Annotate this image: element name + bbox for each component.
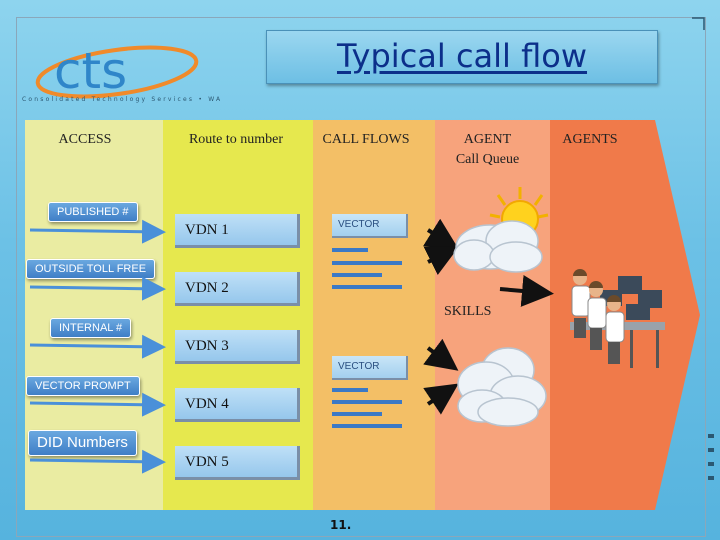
access-arrow-4	[29, 392, 166, 417]
header-call-flows: CALL FLOWS	[322, 132, 410, 147]
vdn-1: VDN 1	[175, 214, 300, 248]
access-arrow-2	[29, 276, 166, 301]
route-column	[163, 120, 313, 510]
slide-title: Typical call flow	[336, 37, 588, 75]
agent-queue-column	[435, 120, 550, 510]
vector-line	[332, 248, 368, 252]
sun-cloud-icon	[453, 187, 549, 273]
vector-line	[332, 388, 368, 392]
logo-text: cts	[54, 42, 127, 100]
vector-block-upper: VECTOR	[322, 214, 412, 302]
title-box: Typical call flow	[266, 30, 658, 84]
agents-arrow-shape	[550, 120, 700, 510]
page-number: 11.	[330, 518, 352, 532]
agents-at-computers-icon	[570, 269, 665, 368]
skills-arrow	[499, 274, 554, 307]
header-route: Route to number	[188, 132, 284, 147]
cloud-icon	[457, 347, 547, 427]
flow-arrow-upper-2	[423, 246, 460, 276]
slide-frame	[16, 17, 706, 537]
flow-arrow-lower-2	[423, 383, 459, 415]
vector-line	[332, 412, 382, 416]
vector-line	[332, 285, 402, 289]
vector-label-lower: VECTOR	[332, 356, 408, 380]
vector-line	[332, 400, 402, 404]
vector-line	[332, 273, 382, 277]
header-agents: AGENTS	[562, 132, 618, 147]
call-flows-column	[313, 120, 435, 510]
access-vector-prompt: VECTOR PROMPT	[26, 376, 140, 396]
access-published: PUBLISHED #	[48, 202, 138, 222]
vector-block-lower: VECTOR	[322, 356, 412, 444]
flow-arrow-lower-1	[423, 338, 459, 371]
access-outside-toll-free: OUTSIDE TOLL FREE	[26, 259, 156, 279]
vector-label-upper: VECTOR	[332, 214, 408, 238]
vector-line	[332, 261, 402, 265]
cts-logo: cts	[35, 42, 199, 100]
access-internal: INTERNAL #	[50, 318, 132, 338]
access-did-numbers: DID Numbers	[28, 430, 137, 456]
flow-arrow-upper-1	[423, 218, 459, 250]
vdn-2: VDN 2	[175, 272, 300, 306]
header-agent: AGENT	[463, 132, 512, 147]
vector-line	[332, 424, 402, 428]
access-arrow-3	[29, 334, 166, 359]
logo-tagline: Consolidated Technology Services • WA	[22, 96, 223, 103]
header-access: ACCESS	[58, 132, 112, 147]
vdn-3: VDN 3	[175, 330, 300, 364]
side-decoration-icon	[708, 434, 714, 480]
access-arrow-5	[29, 449, 166, 474]
corner-decoration-icon	[692, 17, 705, 30]
skills-label: SKILLS	[444, 304, 492, 319]
header-call-queue: Call Queue	[455, 152, 520, 167]
vdn-4: VDN 4	[175, 388, 300, 422]
vdn-5: VDN 5	[175, 446, 300, 480]
access-arrow-1	[29, 219, 166, 244]
